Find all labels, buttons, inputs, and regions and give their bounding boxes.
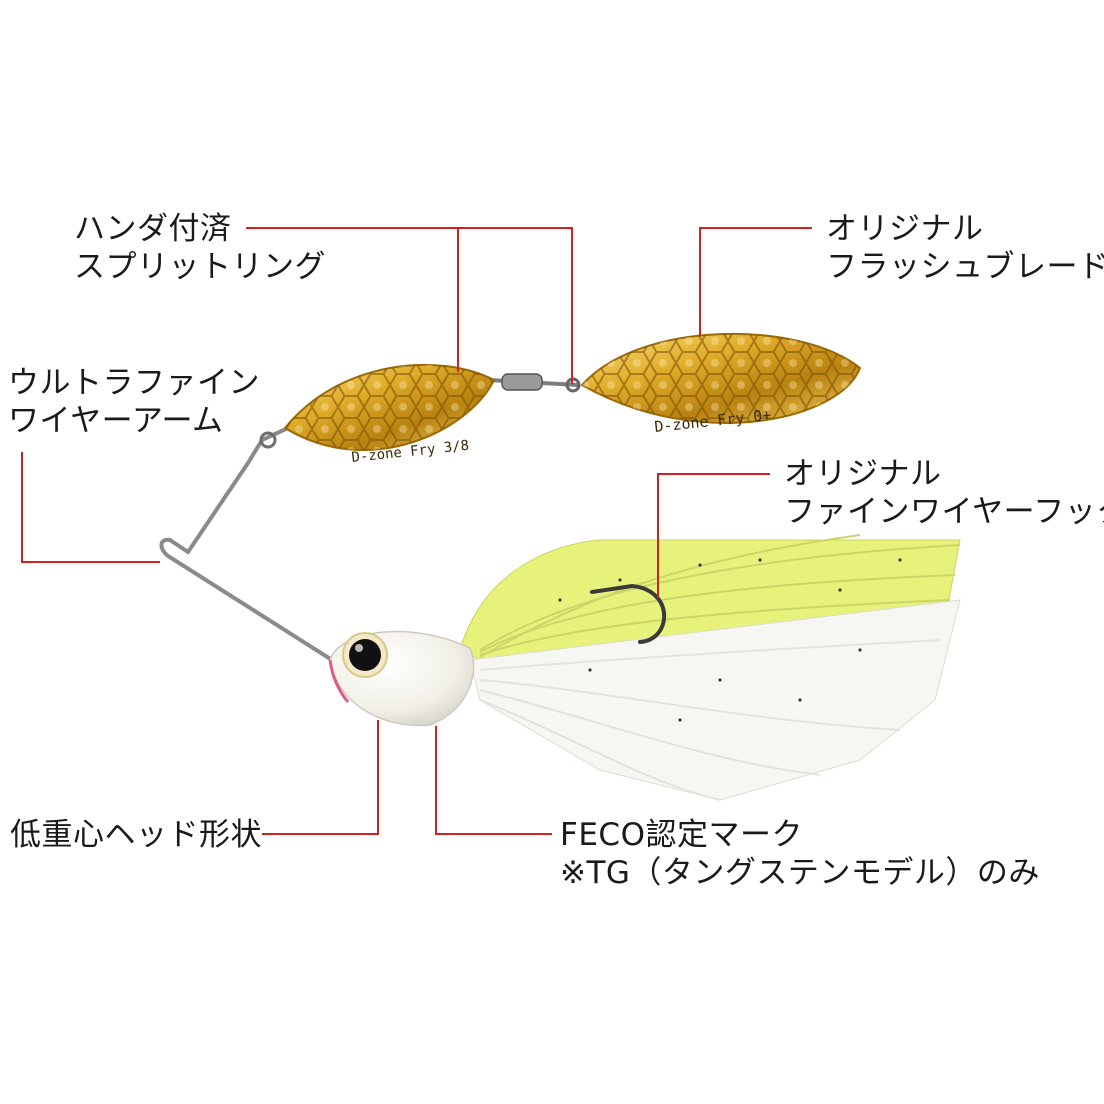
- label-flash-blade: オリジナル フラッシュブレード: [826, 211, 1104, 285]
- left-blade: D-zone Fry 3/8: [283, 363, 496, 466]
- right-blade: D-zone Fry 0+: [580, 332, 862, 436]
- leader-lines: [21, 227, 812, 835]
- leader-wire-arm: [21, 452, 160, 563]
- jig-head: [328, 630, 475, 727]
- label-wire-hook: オリジナル ファインワイヤーフック: [784, 456, 1104, 530]
- leader-head: [262, 720, 379, 835]
- leader-feco: [435, 726, 552, 835]
- wire-arm: [159, 426, 334, 662]
- swivel: [487, 373, 581, 393]
- label-head: 低重心ヘッド形状: [10, 817, 262, 853]
- label-feco: FECO認定マーク ※TG（タングステンモデル）のみ: [560, 817, 1040, 891]
- leader-wire-hook: [657, 473, 770, 598]
- leader-flash-blade: [699, 227, 812, 336]
- leader-split-ring: [246, 227, 573, 384]
- label-split-ring: ハンダ付済 スプリットリング: [74, 211, 326, 285]
- label-wire-arm: ウルトラファイン ワイヤーアーム: [8, 365, 260, 439]
- hook: [590, 583, 667, 644]
- skirt: [459, 534, 961, 801]
